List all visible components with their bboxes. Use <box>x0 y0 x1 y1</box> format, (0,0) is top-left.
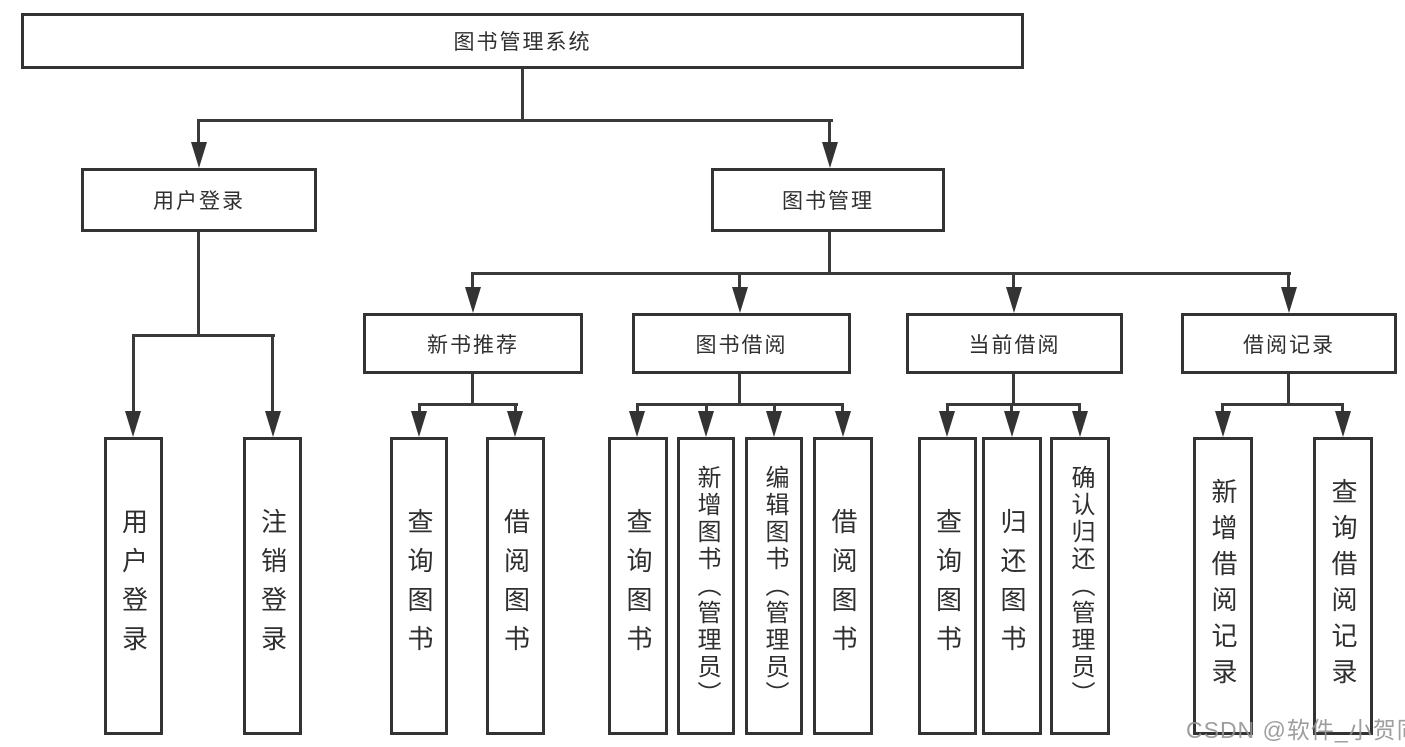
connector-drop-leaf <box>418 403 421 413</box>
node-label: 图书借阅 <box>695 333 788 357</box>
arrow-to-logout-leaf <box>265 411 281 437</box>
node-user-login: 用户登录 <box>81 168 317 232</box>
connector-new-books-rail <box>418 403 518 406</box>
connector-drop-user-login <box>197 119 200 144</box>
leaf-borrow-books: 借阅图书 <box>813 437 873 735</box>
node-label: 图书管理系统 <box>453 31 592 54</box>
arrow-to-leaf <box>1072 411 1088 437</box>
arrow-to-leaf <box>1004 411 1020 437</box>
connector-book-borrow-rail <box>636 403 844 406</box>
connector-drop-leaf <box>1221 403 1224 413</box>
connector-root-rail <box>197 119 833 122</box>
arrow-to-leaf <box>411 411 427 437</box>
leaf-label: 编辑图书（管理员） <box>761 464 788 708</box>
connector-user-login-stem <box>197 232 200 337</box>
connector-drop-new-books <box>471 272 474 288</box>
node-new-book-recommend: 新书推荐 <box>363 313 583 374</box>
leaf-label: 查询图书 <box>623 508 653 664</box>
arrow-to-leaf <box>698 411 714 437</box>
leaf-query-books: 查询图书 <box>918 437 977 735</box>
connector-drop-current-borrow <box>1012 272 1015 288</box>
arrow-to-leaf <box>1215 411 1231 437</box>
leaf-query-books: 查询图书 <box>608 437 668 735</box>
connector-borrow-records-rail <box>1221 403 1344 406</box>
arrow-to-borrow-records <box>1281 287 1297 313</box>
arrow-to-leaf <box>629 411 645 437</box>
node-borrow-records: 借阅记录 <box>1181 313 1397 374</box>
node-current-borrow: 当前借阅 <box>906 313 1123 374</box>
leaf-add-books-admin: 新增图书（管理员） <box>677 437 735 735</box>
arrow-to-leaf <box>1335 411 1351 437</box>
arrow-to-leaf <box>939 411 955 437</box>
leaf-query-books: 查询图书 <box>390 437 448 735</box>
arrow-to-leaf <box>507 411 523 437</box>
connector-drop-leaf <box>773 403 776 413</box>
leaf-borrow-books: 借阅图书 <box>486 437 545 735</box>
connector-drop-book-management <box>828 119 831 144</box>
node-library-management-system: 图书管理系统 <box>21 13 1024 69</box>
leaf-label: 查询图书 <box>404 508 434 664</box>
leaf-user-login: 用户登录 <box>104 437 163 735</box>
leaf-label: 借阅图书 <box>500 508 531 664</box>
node-book-management: 图书管理 <box>711 168 945 232</box>
node-label: 用户登录 <box>153 190 245 213</box>
connector-drop-leaf <box>1010 403 1013 413</box>
csdn-watermark: CSDN @软件_小贺同学 <box>1186 717 1405 743</box>
node-label: 新书推荐 <box>427 333 519 357</box>
connector-borrow-records-stem <box>1287 374 1290 406</box>
connector-drop-logout-leaf <box>271 334 274 412</box>
leaf-label: 注销登录 <box>257 508 288 664</box>
leaf-label: 查询借阅记录 <box>1328 478 1358 694</box>
leaf-confirm-return-admin: 确认归还（管理员） <box>1050 437 1110 735</box>
leaf-label: 新增借阅记录 <box>1208 478 1238 694</box>
leaf-label: 确认归还（管理员） <box>1067 464 1094 708</box>
arrow-to-new-books <box>465 287 481 313</box>
connector-new-books-stem <box>471 374 474 406</box>
leaf-label: 查询图书 <box>932 508 963 664</box>
node-label: 当前借阅 <box>968 333 1061 357</box>
arrow-to-user-login <box>191 142 207 168</box>
connector-book-borrow-stem <box>738 374 741 406</box>
connector-drop-book-borrow <box>738 272 741 288</box>
connector-current-borrow-stem <box>1012 374 1015 406</box>
arrow-to-book-management <box>822 142 838 168</box>
connector-drop-leaf <box>1078 403 1081 413</box>
arrow-to-book-borrow <box>732 287 748 313</box>
connector-drop-leaf <box>1341 403 1344 413</box>
connector-book-management-stem <box>828 232 831 275</box>
connector-drop-leaf <box>514 403 517 413</box>
connector-drop-leaf <box>705 403 708 413</box>
leaf-label: 新增图书（管理员） <box>693 464 720 708</box>
connector-drop-leaf <box>841 403 844 413</box>
leaf-edit-books-admin: 编辑图书（管理员） <box>745 437 803 735</box>
leaf-label: 归还图书 <box>997 508 1027 664</box>
connector-drop-leaf <box>946 403 949 413</box>
leaf-label: 借阅图书 <box>828 508 858 664</box>
connector-drop-leaf <box>636 403 639 413</box>
leaf-return-books: 归还图书 <box>982 437 1042 735</box>
leaf-logout: 注销登录 <box>243 437 302 735</box>
connector-drop-login-leaf <box>132 334 135 412</box>
connector-drop-borrow-records <box>1287 272 1290 288</box>
node-book-borrow: 图书借阅 <box>632 313 851 374</box>
arrow-to-login-leaf <box>125 411 141 437</box>
leaf-add-borrow-record: 新增借阅记录 <box>1193 437 1253 735</box>
node-label: 借阅记录 <box>1243 333 1335 357</box>
connector-book-management-rail <box>471 272 1291 275</box>
leaf-query-borrow-record: 查询借阅记录 <box>1313 437 1373 735</box>
connector-root-stem <box>521 69 524 122</box>
arrow-to-leaf <box>835 411 851 437</box>
leaf-label: 用户登录 <box>118 508 149 664</box>
node-label: 图书管理 <box>782 190 874 213</box>
connector-user-login-rail <box>132 334 275 337</box>
connector-current-borrow-rail <box>946 403 1081 406</box>
arrow-to-current-borrow <box>1006 287 1022 313</box>
arrow-to-leaf <box>766 411 782 437</box>
